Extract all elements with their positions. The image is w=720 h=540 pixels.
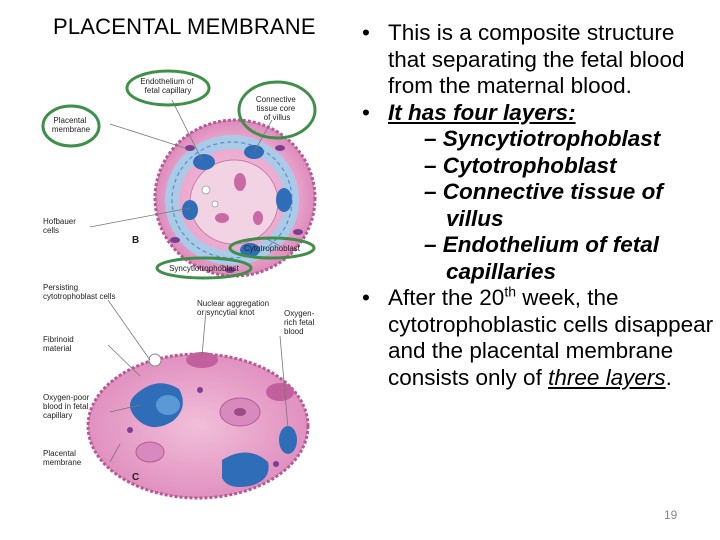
label-syncytiotrophoblast: Syncytiotrophoblast [169, 264, 240, 273]
layer-syncytiotrophoblast: Syncytiotrophoblast [442, 126, 661, 151]
label-oxygen-poor-1: Oxygen-poor [43, 393, 90, 402]
capillary [193, 154, 215, 170]
label-placental-membrane-bottom-2: membrane [43, 458, 82, 467]
label-oxygen-poor-3: capillary [43, 411, 72, 420]
bullet-four-layers: • It has four layers: [362, 100, 714, 127]
svg-text:Fibrinoid material: Fibrinoid material [43, 335, 76, 353]
capillary [182, 200, 198, 220]
layer-cytotrophoblast: Cytotrophoblast [442, 152, 617, 178]
label-nuclear-2: or syncytial knot [197, 308, 255, 317]
label-persisting-1: Persisting [43, 283, 78, 292]
label-cytotrophoblast: Cytotrophoblast [244, 244, 301, 253]
bullet-twentieth-week: • After the 20th week, the cytotrophobla… [362, 285, 714, 391]
capillary [276, 188, 292, 212]
svg-text:Persisting cytotrophobla: Persisting cytotrophoblast cells [43, 283, 115, 301]
label-connective-3: of villus [264, 113, 291, 122]
svg-text:Endothelium of fetal cap: Endothelium of fetal capillary [140, 77, 196, 95]
svg-text:Hofbauer cells: Hofbauer cells [43, 217, 78, 235]
label-placental-membrane-top-2: membrane [52, 125, 91, 134]
villus-c [86, 352, 310, 500]
bullet-composite-text: This is a composite structure that separ… [388, 20, 685, 98]
label-endothelium-2: fetal capillary [145, 86, 192, 95]
layer-connective-tissue: Connective tissue of villus [442, 179, 663, 231]
leader-lines [89, 99, 289, 463]
layer-item: – Cytotrophoblast [424, 152, 617, 178]
label-placental-membrane-top-1: Placental [53, 116, 86, 125]
capillary [240, 243, 260, 257]
panel-label-c: C [132, 472, 139, 483]
label-hofbauer-1: Hofbauer [43, 217, 76, 226]
svg-text:Oxygen- rich fetal: Oxygen- rich fetal blood [284, 309, 316, 336]
svg-text:Placental membrane: Placental membrane [43, 449, 82, 467]
bullet-3-sup: th [504, 283, 517, 300]
bullet-dot-icon: • [362, 285, 370, 310]
layer-item: – Syncytiotrophoblast [424, 126, 661, 151]
label-oxygen-rich-1: Oxygen- [284, 309, 315, 318]
label-fibrinoid-1: Fibrinoid [43, 335, 74, 344]
bullet-composite: • This is a composite structure that sep… [362, 20, 714, 100]
bullet-3-mid: week, the cytotrophoblastic cells disapp… [388, 285, 714, 390]
villus-b [153, 118, 317, 278]
bullet-3-end: . [665, 364, 672, 390]
svg-text:Nuclear aggregation or s: Nuclear aggregation or syncytial knot [197, 299, 271, 317]
bullet-3-pre: After the 20 [388, 285, 505, 310]
slide-body: • This is a composite structure that sep… [362, 20, 714, 391]
bullet-dot-icon: • [362, 20, 370, 45]
label-oxygen-poor-2: blood in fetal [43, 402, 89, 411]
label-connective-1: Connective [256, 95, 297, 104]
bullet-dot-icon: • [362, 99, 370, 125]
layer-item: – Connective tissue of villus [424, 179, 663, 231]
label-connective-2: tissue core [257, 104, 296, 113]
panel-label-b: B [132, 235, 139, 246]
label-oxygen-rich-3: blood [284, 327, 304, 336]
label-endothelium-1: Endothelium of [140, 77, 194, 86]
label-oxygen-rich-2: rich fetal [284, 318, 314, 327]
label-placental-membrane-bottom-1: Placental [43, 449, 76, 458]
placental-villus-figure: Endothelium of fetal capillary Placental… [41, 69, 317, 500]
label-fibrinoid-2: material [43, 344, 72, 353]
page-number: 19 [664, 508, 678, 522]
bullet-four-layers-text: It has four layers: [388, 99, 576, 125]
callout-ovals [41, 69, 317, 280]
layer-endothelium: Endothelium of fetal capillaries [442, 232, 660, 284]
layer-item: – Endothelium of fetal capillaries [424, 232, 660, 284]
svg-text:Connective tissue core: Connective tissue core of villus [256, 95, 298, 122]
svg-text:Oxygen-poor blood in fet: Oxygen-poor blood in fetal capillary [43, 393, 91, 420]
label-persisting-2: cytotrophoblast cells [43, 292, 115, 301]
bullet-3-emphasis: three layers [548, 364, 666, 390]
slide-title: PLACENTAL MEMBRANE [53, 14, 316, 39]
svg-text:Placental membrane: Placental membrane [52, 116, 91, 134]
label-nuclear-1: Nuclear aggregation [197, 299, 269, 308]
label-hofbauer-2: cells [43, 226, 59, 235]
